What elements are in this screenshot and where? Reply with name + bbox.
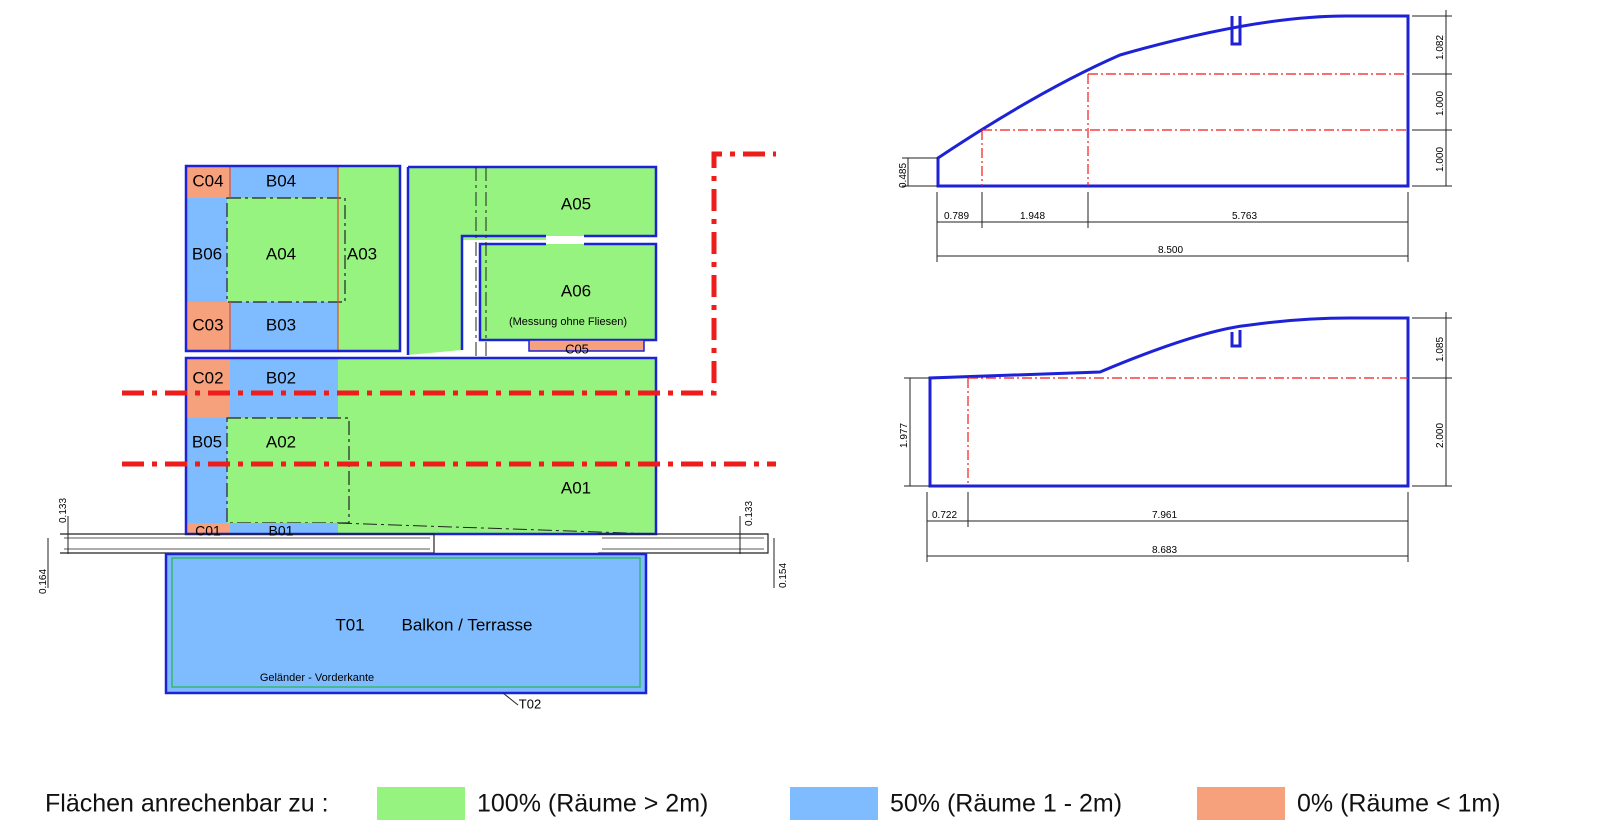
room-a05 bbox=[408, 167, 656, 355]
bottom-dim-w2: 7.961 bbox=[1152, 510, 1177, 521]
room-t01 bbox=[164, 552, 648, 695]
label-t02: T02 bbox=[519, 696, 541, 711]
label-a02: A02 bbox=[266, 432, 296, 451]
bottom-dim-v1: 1.085 bbox=[1435, 337, 1446, 362]
top-dim-w1: 0.789 bbox=[944, 211, 969, 222]
label-a06: A06 bbox=[561, 281, 591, 300]
top-dim-v3: 1.000 bbox=[1435, 147, 1446, 172]
plan-dim-4: 0.154 bbox=[778, 563, 789, 588]
label-a03: A03 bbox=[347, 244, 377, 263]
bottom-dim-w1: 0.722 bbox=[932, 510, 957, 521]
label-a01: A01 bbox=[561, 478, 591, 497]
room-c03 bbox=[187, 302, 230, 351]
section-top: 0.485 1.082 1.000 1.000 0.789 1.948 5.76… bbox=[898, 10, 1452, 262]
plan-dim-2: 0.164 bbox=[38, 569, 49, 594]
legend-label-0: 0% (Räume < 1m) bbox=[1297, 790, 1501, 818]
room-b01 bbox=[230, 523, 338, 534]
label-b03: B03 bbox=[266, 315, 296, 334]
label-a04: A04 bbox=[266, 244, 296, 263]
top-dim-w3: 5.763 bbox=[1232, 211, 1257, 222]
bottom-dim-h1: 1.977 bbox=[899, 423, 910, 448]
legend-label-50: 50% (Räume 1 - 2m) bbox=[890, 790, 1122, 818]
bottom-dim-total: 8.683 bbox=[1152, 545, 1177, 556]
bottom-dim-v2: 2.000 bbox=[1435, 423, 1446, 448]
plan-dim-3: 0.133 bbox=[744, 501, 755, 526]
room-c02 bbox=[187, 358, 230, 418]
room-a03 bbox=[338, 166, 400, 351]
label-c05: C05 bbox=[565, 341, 589, 356]
room-b06 bbox=[187, 198, 227, 302]
floor-plan: C04 B04 B06 A04 A03 C03 B03 A05 A06 (Mes… bbox=[38, 151, 789, 711]
legend-title: Flächen anrechenbar zu : bbox=[45, 790, 329, 818]
label-t01: T01 bbox=[335, 615, 364, 634]
top-dim-w2: 1.948 bbox=[1020, 211, 1045, 222]
room-c01 bbox=[187, 523, 230, 534]
top-dim-h1: 0.485 bbox=[898, 163, 909, 188]
room-b04 bbox=[230, 166, 338, 198]
label-c02: C02 bbox=[192, 368, 223, 387]
legend-label-100: 100% (Räume > 2m) bbox=[477, 790, 708, 818]
legend-swatch-green bbox=[377, 787, 465, 820]
room-a06 bbox=[480, 244, 656, 340]
section-bottom: 1.977 1.085 2.000 0.722 7.961 8.683 bbox=[899, 312, 1452, 562]
label-b01: B01 bbox=[269, 523, 294, 539]
room-c05 bbox=[528, 339, 645, 352]
label-c01: C01 bbox=[195, 523, 221, 539]
label-b06: B06 bbox=[192, 244, 222, 263]
label-b05: B05 bbox=[192, 432, 222, 451]
legend-swatch-blue bbox=[790, 787, 878, 820]
label-b02: B02 bbox=[266, 368, 296, 387]
label-railing: Geländer - Vorderkante bbox=[260, 672, 374, 684]
label-b04: B04 bbox=[266, 171, 296, 190]
label-c03: C03 bbox=[192, 315, 223, 334]
legend-swatch-salmon bbox=[1197, 787, 1285, 820]
label-a06-note: (Messung ohne Fliesen) bbox=[509, 316, 627, 328]
top-dim-v1: 1.082 bbox=[1435, 35, 1446, 60]
top-dim-v2: 1.000 bbox=[1435, 91, 1446, 116]
label-c04: C04 bbox=[192, 171, 223, 190]
room-b03 bbox=[230, 302, 338, 351]
legend: Flächen anrechenbar zu : 100% (Räume > 2… bbox=[45, 787, 1501, 820]
room-a02 bbox=[227, 418, 349, 523]
label-t01-name: Balkon / Terrasse bbox=[401, 615, 532, 634]
label-a05: A05 bbox=[561, 194, 591, 213]
room-b02 bbox=[230, 358, 338, 418]
room-a04 bbox=[227, 198, 345, 302]
room-b05 bbox=[187, 418, 227, 523]
top-dim-total: 8.500 bbox=[1158, 245, 1183, 256]
plan-dim-1: 0.133 bbox=[58, 498, 69, 523]
room-c04 bbox=[187, 166, 230, 198]
